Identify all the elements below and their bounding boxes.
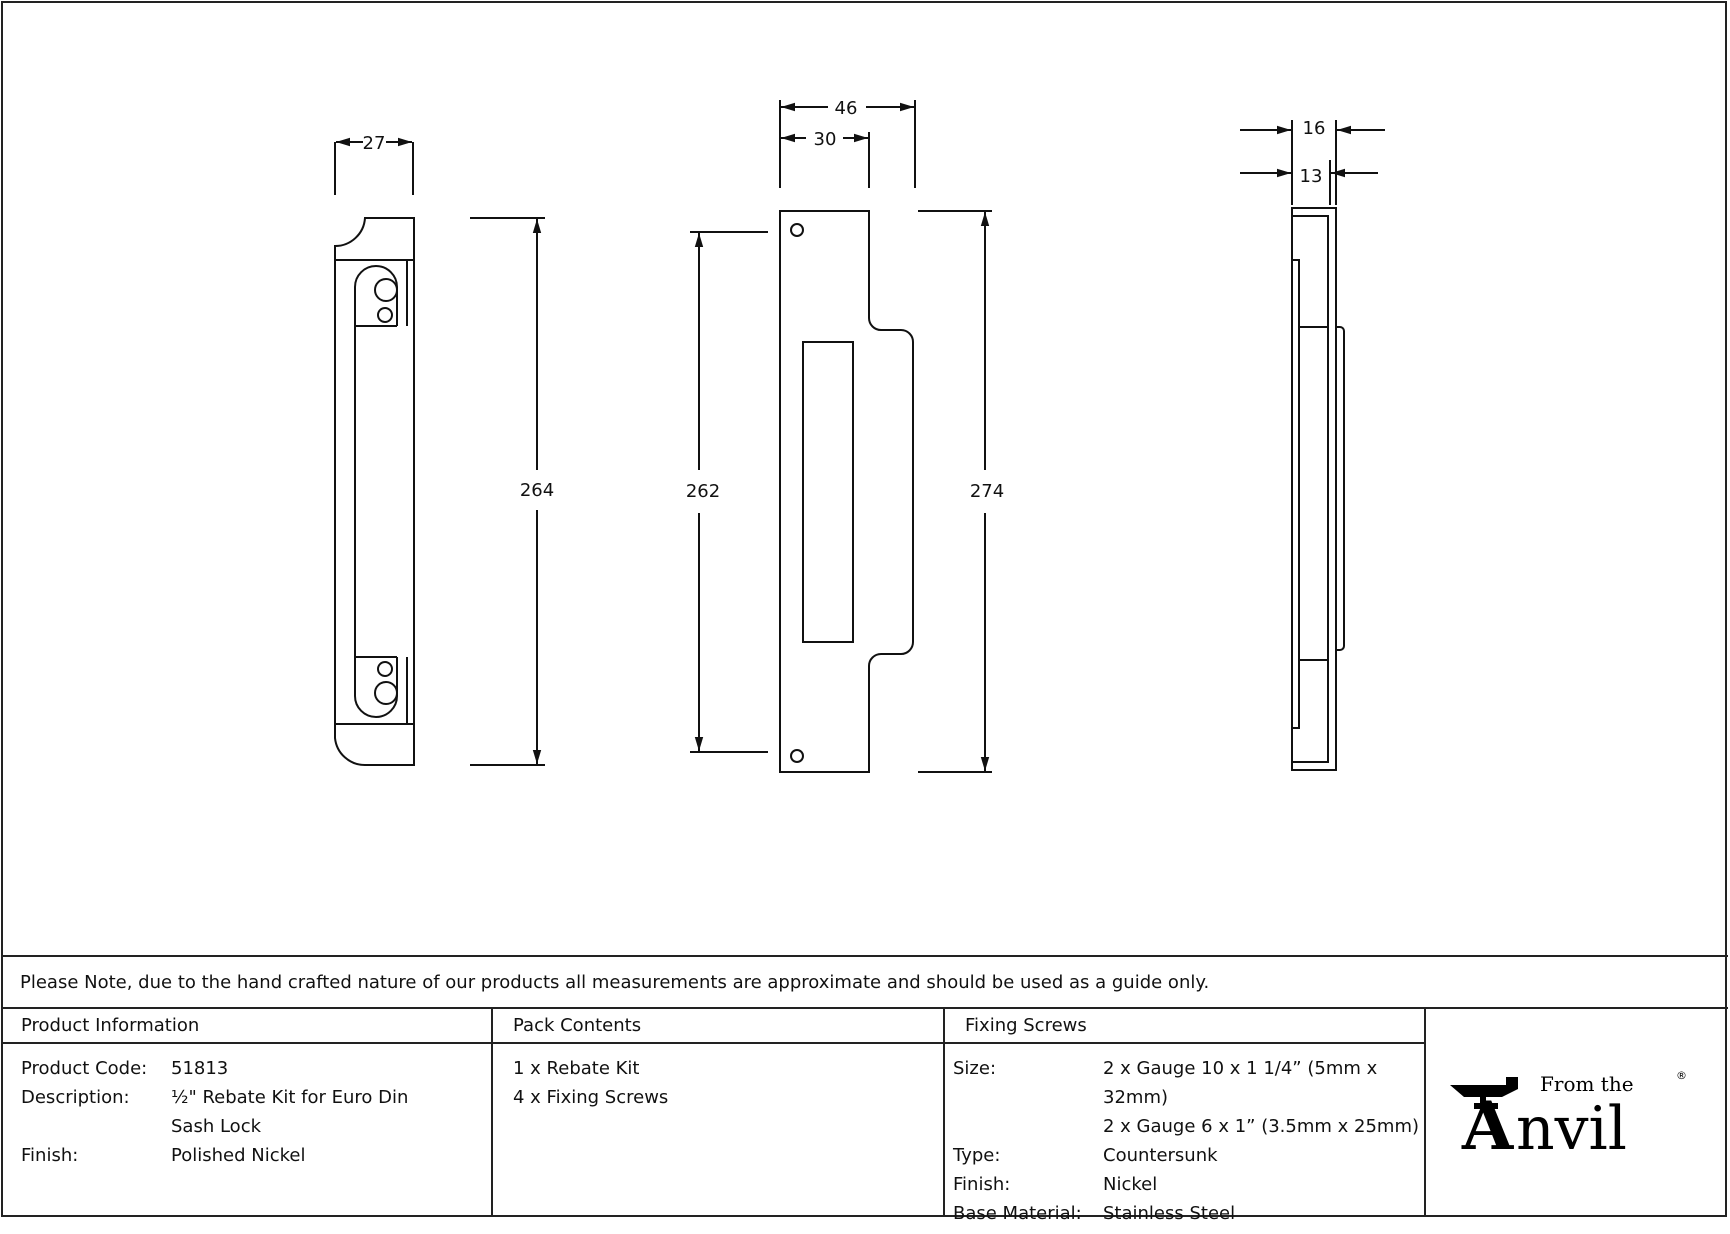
dim-center-hole-spacing: 262 (686, 481, 720, 502)
rebate-plate-front-view (334, 137, 545, 767)
screw-type-value: Countersunk (1103, 1145, 1218, 1166)
screw-size-value-2: 2 x Gauge 6 x 1” (3.5mm x 25mm) (1103, 1116, 1420, 1137)
screw-finish-row: Finish: Nickel (953, 1170, 1424, 1199)
screw-size-row: Size: 2 x Gauge 10 x 1 1/4” (5mm x 32mm) (953, 1054, 1424, 1112)
screw-type-row: Type: Countersunk (953, 1141, 1424, 1170)
product-code-value: 51813 (171, 1058, 229, 1079)
dim-center-width-total: 46 (835, 98, 858, 119)
finish-value: Polished Nickel (171, 1145, 306, 1166)
logo-big-text-rest: nvil (1516, 1094, 1627, 1163)
title-block-divider (1, 1007, 1728, 1009)
screw-size-label: Size: (953, 1058, 997, 1079)
screw-finish-label: Finish: (953, 1174, 1011, 1195)
description-value: ½" Rebate Kit for Euro Din Sash Lock (171, 1087, 409, 1137)
logo-panel: A nvil From the ® (1426, 1008, 1728, 1216)
dim-left-width: 27 (363, 133, 386, 154)
description-label: Description: (21, 1087, 130, 1108)
product-information-heading: Product Information (1, 1008, 491, 1044)
product-code-label: Product Code: (21, 1058, 148, 1079)
screw-material-row: Base Material: Stainless Steel (953, 1199, 1424, 1228)
strike-plate-front-view (690, 100, 992, 773)
from-the-anvil-logo: A nvil From the ® (1450, 1069, 1687, 1163)
registered-mark: ® (1676, 1069, 1687, 1082)
screw-size-row-2: 2 x Gauge 6 x 1” (3.5mm x 25mm) (953, 1112, 1424, 1141)
screw-finish-value: Nickel (1103, 1174, 1158, 1195)
product-code-row: Product Code: 51813 (21, 1054, 491, 1083)
pack-item: 4 x Fixing Screws (513, 1087, 669, 1108)
fixing-screws-heading: Fixing Screws (945, 1008, 1424, 1044)
dim-right-depth-total: 16 (1303, 118, 1326, 139)
dim-right-depth-inner: 13 (1300, 166, 1323, 187)
finish-label: Finish: (21, 1145, 79, 1166)
screw-material-label: Base Material: (953, 1203, 1082, 1224)
screw-size-label-2 (953, 1112, 1103, 1141)
finish-row: Finish: Polished Nickel (21, 1141, 491, 1170)
logo-small-text: From the (1540, 1072, 1634, 1096)
technical-drawing: 27 264 46 30 262 274 16 13 (1, 98, 1728, 957)
dim-center-height: 274 (970, 481, 1004, 502)
pack-contents-panel: Pack Contents 1 x Rebate Kit 4 x Fixing … (493, 1008, 945, 1216)
product-information-panel: Product Information Product Code: 51813 … (1, 1008, 493, 1216)
fixing-screws-panel: Fixing Screws Size: 2 x Gauge 10 x 1 1/4… (945, 1008, 1426, 1224)
screw-type-label: Type: (953, 1145, 1001, 1166)
dim-center-width-inner: 30 (814, 129, 837, 150)
side-profile-view (1240, 120, 1385, 771)
pack-contents-heading: Pack Contents (493, 1008, 943, 1044)
logo-big-letter: A (1461, 1087, 1514, 1163)
screw-size-value: 2 x Gauge 10 x 1 1/4” (5mm x 32mm) (1103, 1058, 1378, 1108)
description-row: Description: ½" Rebate Kit for Euro Din … (21, 1083, 491, 1141)
dim-left-height: 264 (520, 480, 554, 501)
screw-material-value: Stainless Steel (1103, 1203, 1236, 1224)
measurement-note: Please Note, due to the hand crafted nat… (20, 971, 1210, 993)
pack-item: 1 x Rebate Kit (513, 1058, 640, 1079)
